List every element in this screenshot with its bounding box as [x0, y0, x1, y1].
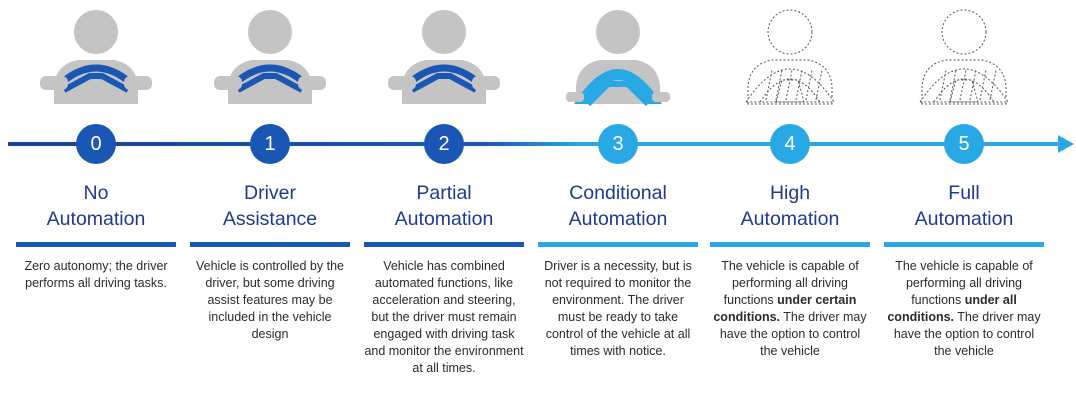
level-title-line1: No: [83, 182, 109, 204]
level-underline: [364, 242, 524, 247]
level-title-line2: Assistance: [222, 208, 318, 230]
level-description: Vehicle is controlled by the driver, but…: [190, 258, 350, 343]
description-text: The driver may have the option to contro…: [719, 310, 867, 358]
description-text: The vehicle is capable of performing all…: [895, 259, 1033, 307]
level-description: Zero autonomy; the driver performs all d…: [16, 258, 176, 292]
level-underline: [884, 242, 1044, 247]
level-number-badge: 4: [770, 124, 810, 164]
timeline-arrowhead: [1058, 135, 1074, 153]
level-title-line2: Automation: [568, 208, 668, 230]
description-text: Vehicle has combined automated functions…: [364, 259, 524, 375]
level-number-badge: 3: [598, 124, 638, 164]
description-emphasis: under all conditions.: [887, 293, 1017, 324]
driver-steering-wheel-outline-icon: [906, 6, 1022, 114]
level-title-line2: Automation: [914, 208, 1014, 230]
description-text: The vehicle is capable of performing all…: [721, 259, 859, 307]
description-text: Vehicle is controlled by the driver, but…: [195, 259, 344, 341]
driver-steering-wheel-icon: [212, 6, 328, 114]
level-description: The vehicle is capable of performing all…: [884, 258, 1044, 360]
description-text: Zero autonomy; the driver performs all d…: [24, 259, 168, 290]
level-description: Driver is a necessity, but is not requir…: [538, 258, 698, 360]
level-title-line1: Driver: [244, 182, 296, 204]
level-title-line2: Automation: [46, 208, 146, 230]
level-title-line1: Full: [948, 182, 980, 204]
level-number-badge: 2: [424, 124, 464, 164]
level-underline: [190, 242, 350, 247]
level-title-line1: Partial: [416, 182, 472, 204]
level-underline: [538, 242, 698, 247]
level-underline: [16, 242, 176, 247]
driver-steering-wheel-icon: [38, 6, 154, 114]
level-number-badge: 1: [250, 124, 290, 164]
level-number-badge: 0: [76, 124, 116, 164]
level-title-line2: Automation: [394, 208, 494, 230]
driver-steering-wheel-outline-icon: [732, 6, 848, 114]
level-title-line1: High: [769, 182, 811, 204]
driver-steering-wheel-icon: [386, 6, 502, 114]
level-description: Vehicle has combined automated functions…: [364, 258, 524, 377]
level-description: The vehicle is capable of performing all…: [710, 258, 870, 360]
level-title-line2: Automation: [740, 208, 840, 230]
level-underline: [710, 242, 870, 247]
level-title-line1: Conditional: [569, 182, 667, 204]
description-emphasis: under certain conditions.: [713, 293, 857, 324]
driver-steering-wheel-icon: [560, 6, 676, 114]
description-text: The driver may have the option to contro…: [893, 310, 1041, 358]
timeline-line: [8, 142, 1060, 146]
level-number-badge: 5: [944, 124, 984, 164]
description-text: Driver is a necessity, but is not requir…: [544, 259, 692, 358]
